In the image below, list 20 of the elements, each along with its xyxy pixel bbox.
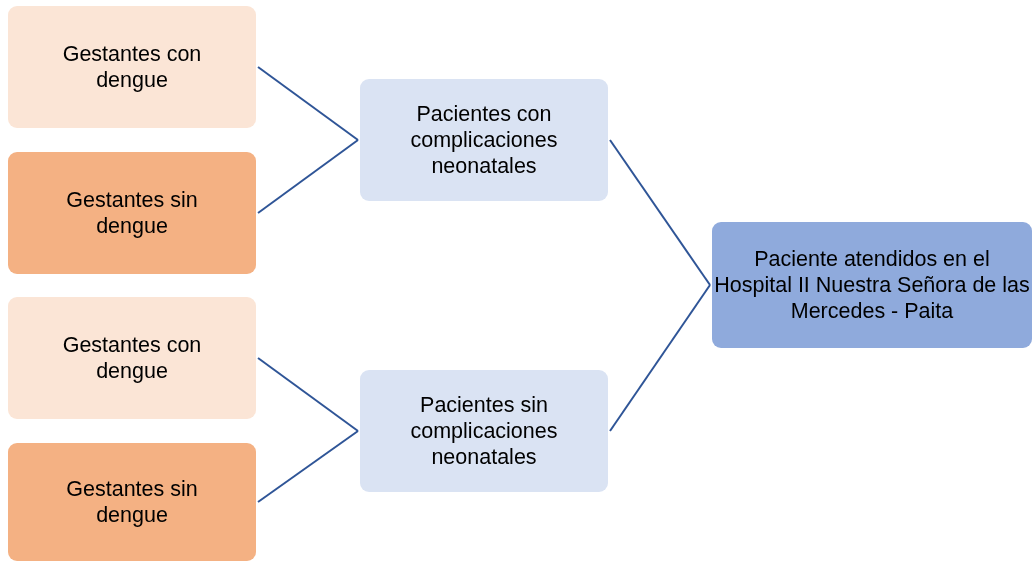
box-label: Gestantes con dengue (61, 331, 203, 385)
connector-line (257, 357, 359, 432)
box-label: Gestantes sin dengue (65, 475, 199, 529)
box-label: Pacientes con complicaciones neonatales (409, 100, 559, 180)
connector-line (609, 139, 711, 286)
connector-line (609, 284, 711, 432)
process-box (8, 443, 256, 561)
process-box (360, 370, 608, 492)
process-box (8, 297, 256, 419)
process-box (8, 6, 256, 128)
process-box (712, 222, 1032, 348)
box-label: Gestantes con dengue (61, 40, 203, 94)
box-label: Gestantes sin dengue (65, 186, 199, 240)
box-label: Paciente atendidos en el Hospital II Nuestra Señora de las Mercedes - Paita (714, 245, 1030, 325)
process-box (360, 79, 608, 201)
connector-line (257, 139, 359, 214)
process-box (8, 152, 256, 274)
box-label: Pacientes sin complicaciones neonatales (409, 391, 559, 471)
connector-line (257, 430, 359, 503)
connector-line (257, 66, 359, 141)
